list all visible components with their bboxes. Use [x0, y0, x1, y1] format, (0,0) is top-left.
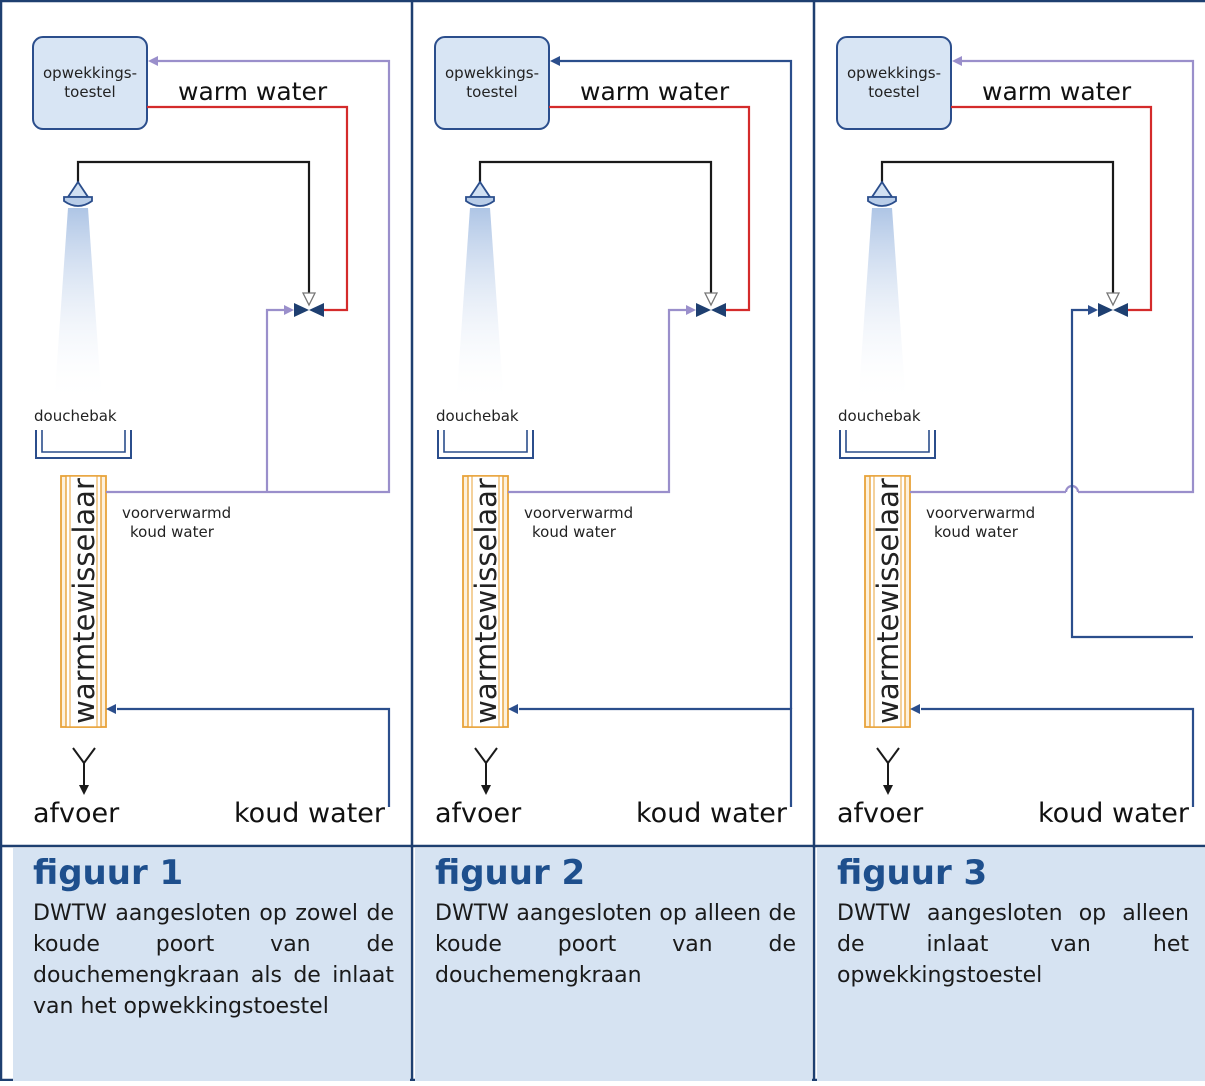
arrow-head — [481, 785, 491, 795]
warm-water-label: warm water — [982, 77, 1132, 106]
heat-exchanger — [467, 475, 504, 728]
panel-figuur-2: opwekkings-toestel warm water douchebak war… — [434, 36, 793, 829]
warmtewisselaar-label: warmtewisselaar — [469, 478, 503, 724]
heater-box — [32, 36, 148, 130]
shower-tray — [437, 430, 534, 459]
heater-box — [434, 36, 550, 130]
mixing-valve-icon — [711, 303, 726, 317]
arrow-head — [952, 56, 962, 66]
shower-tray — [443, 430, 528, 453]
preheated-label: voorverwarmd — [926, 504, 1035, 522]
panel-figuur-1: opwekkings-toestel warm water douchebak war… — [32, 36, 391, 829]
arrow-head — [508, 704, 518, 714]
preheated-pipe-to-heater — [106, 59, 391, 494]
afvoer-label: afvoer — [435, 798, 522, 829]
hot-water-pipe — [549, 105, 751, 312]
preheated-label: koud water — [130, 523, 215, 541]
cold-water-pipe — [921, 707, 1195, 807]
preheated-label: voorverwarmd — [524, 504, 633, 522]
mixing-valve-icon — [1105, 292, 1121, 307]
preheated-label: koud water — [532, 523, 617, 541]
preheated-pipe-to-valve — [265, 308, 284, 492]
water-spray — [456, 208, 504, 405]
afvoer-label: afvoer — [837, 798, 924, 829]
cold-water-pipe — [117, 707, 391, 807]
arrow-head — [1088, 305, 1098, 315]
warm-water-label: warm water — [580, 77, 730, 106]
mixing-valve-icon — [696, 303, 711, 317]
shower-tray — [839, 430, 936, 459]
heater-label: toestel — [64, 83, 115, 101]
heat-exchanger — [869, 475, 906, 728]
arrow-head — [148, 56, 158, 66]
afvoer-label: afvoer — [33, 798, 120, 829]
arrow-head — [686, 305, 696, 315]
warm-water-label: warm water — [178, 77, 328, 106]
koud-water-label: koud water — [234, 798, 386, 829]
mixing-valve-icon — [1098, 303, 1113, 317]
arrow-head — [284, 305, 294, 315]
douchebak-label: douchebak — [34, 407, 117, 425]
mixed-water-pipe — [478, 160, 713, 298]
cold-pipe-to-valve — [1070, 308, 1193, 639]
shower-head-icon — [465, 196, 495, 207]
caption-text: DWTW aangesloten op alleen de koude poor… — [435, 901, 796, 988]
douchebak-label: douchebak — [436, 407, 519, 425]
water-spray — [858, 208, 906, 405]
mixed-water-pipe — [76, 160, 311, 298]
heater-box — [836, 36, 952, 130]
caption-title: figuur 1 — [33, 853, 184, 893]
preheated-label: koud water — [934, 523, 1019, 541]
shower-tray — [845, 430, 930, 453]
arrow-head — [79, 785, 89, 795]
heater-label: opwekkings- — [847, 64, 941, 82]
caption-title: figuur 2 — [435, 853, 586, 893]
mixing-valve-icon — [294, 303, 309, 317]
koud-water-label: koud water — [636, 798, 788, 829]
water-spray — [54, 208, 102, 405]
preheated-pipe-to-heater — [962, 59, 1195, 494]
caption-text: DWTW aangesloten op zowel de koude poort… — [33, 901, 394, 1019]
caption-title: figuur 3 — [837, 853, 988, 893]
caption-figuur-2: figuur 2 DWTW aangesloten op alleen de k… — [415, 848, 812, 1081]
caption-text: DWTW aangesloten op alleen de inlaat van… — [837, 901, 1189, 988]
heater-label: toestel — [466, 83, 517, 101]
preheated-pipe-to-valve — [508, 308, 686, 494]
hot-water-pipe — [147, 105, 349, 312]
arrow-head — [883, 785, 893, 795]
shower-head-icon — [867, 196, 897, 207]
mixing-valve-icon — [1113, 303, 1128, 317]
heat-exchanger — [65, 475, 102, 728]
cold-pipe-to-heater — [560, 59, 793, 709]
heater-label: toestel — [868, 83, 919, 101]
heater-label: opwekkings- — [43, 64, 137, 82]
panel-figuur-3: opwekkings-toestel warm water douchebak war… — [836, 36, 1195, 829]
mixing-valve-icon — [703, 292, 719, 307]
mixing-valve-icon — [301, 292, 317, 307]
mixing-valve-icon — [309, 303, 324, 317]
douchebak-label: douchebak — [838, 407, 921, 425]
arrow-head — [106, 704, 116, 714]
caption-figuur-1: figuur 1 DWTW aangesloten op zowel de ko… — [13, 848, 410, 1081]
caption-figuur-3: figuur 3 DWTW aangesloten op alleen de i… — [817, 848, 1205, 1081]
arrow-head — [910, 704, 920, 714]
hot-water-pipe — [951, 105, 1153, 312]
shower-tray — [41, 430, 126, 453]
warmtewisselaar-label: warmtewisselaar — [67, 478, 101, 724]
shower-tray — [35, 430, 132, 459]
arrow-head — [550, 56, 560, 66]
mixed-water-pipe — [880, 160, 1115, 298]
preheated-label: voorverwarmd — [122, 504, 231, 522]
koud-water-label: koud water — [1038, 798, 1190, 829]
warmtewisselaar-label: warmtewisselaar — [871, 478, 905, 724]
shower-head-icon — [63, 196, 93, 207]
heater-label: opwekkings- — [445, 64, 539, 82]
